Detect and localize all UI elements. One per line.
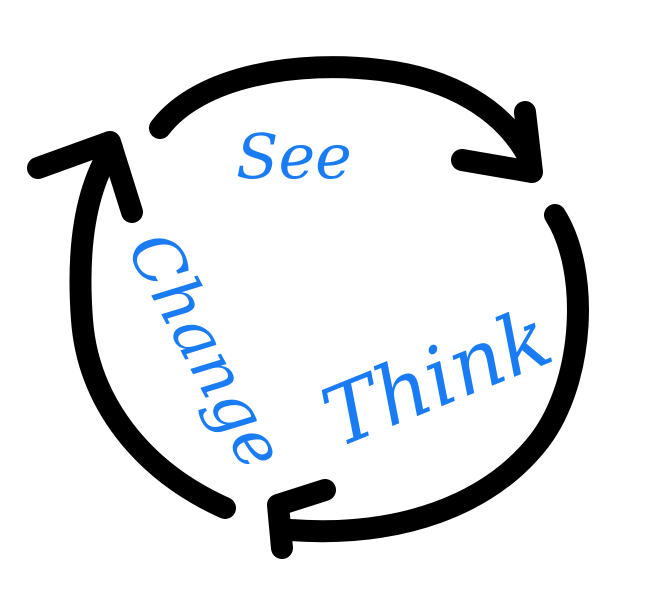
label-see: See xyxy=(236,120,352,193)
arrow-see-to-think xyxy=(149,56,543,183)
arrowhead-top-right xyxy=(451,101,543,183)
arc-top xyxy=(149,56,541,171)
arrow-think-to-change xyxy=(267,204,589,559)
arrowhead-top-left xyxy=(27,131,143,223)
arc-left xyxy=(69,137,236,519)
arrowhead-bottom xyxy=(267,479,336,559)
arc-right-bottom xyxy=(279,204,589,543)
arrow-change-to-see xyxy=(27,131,236,519)
